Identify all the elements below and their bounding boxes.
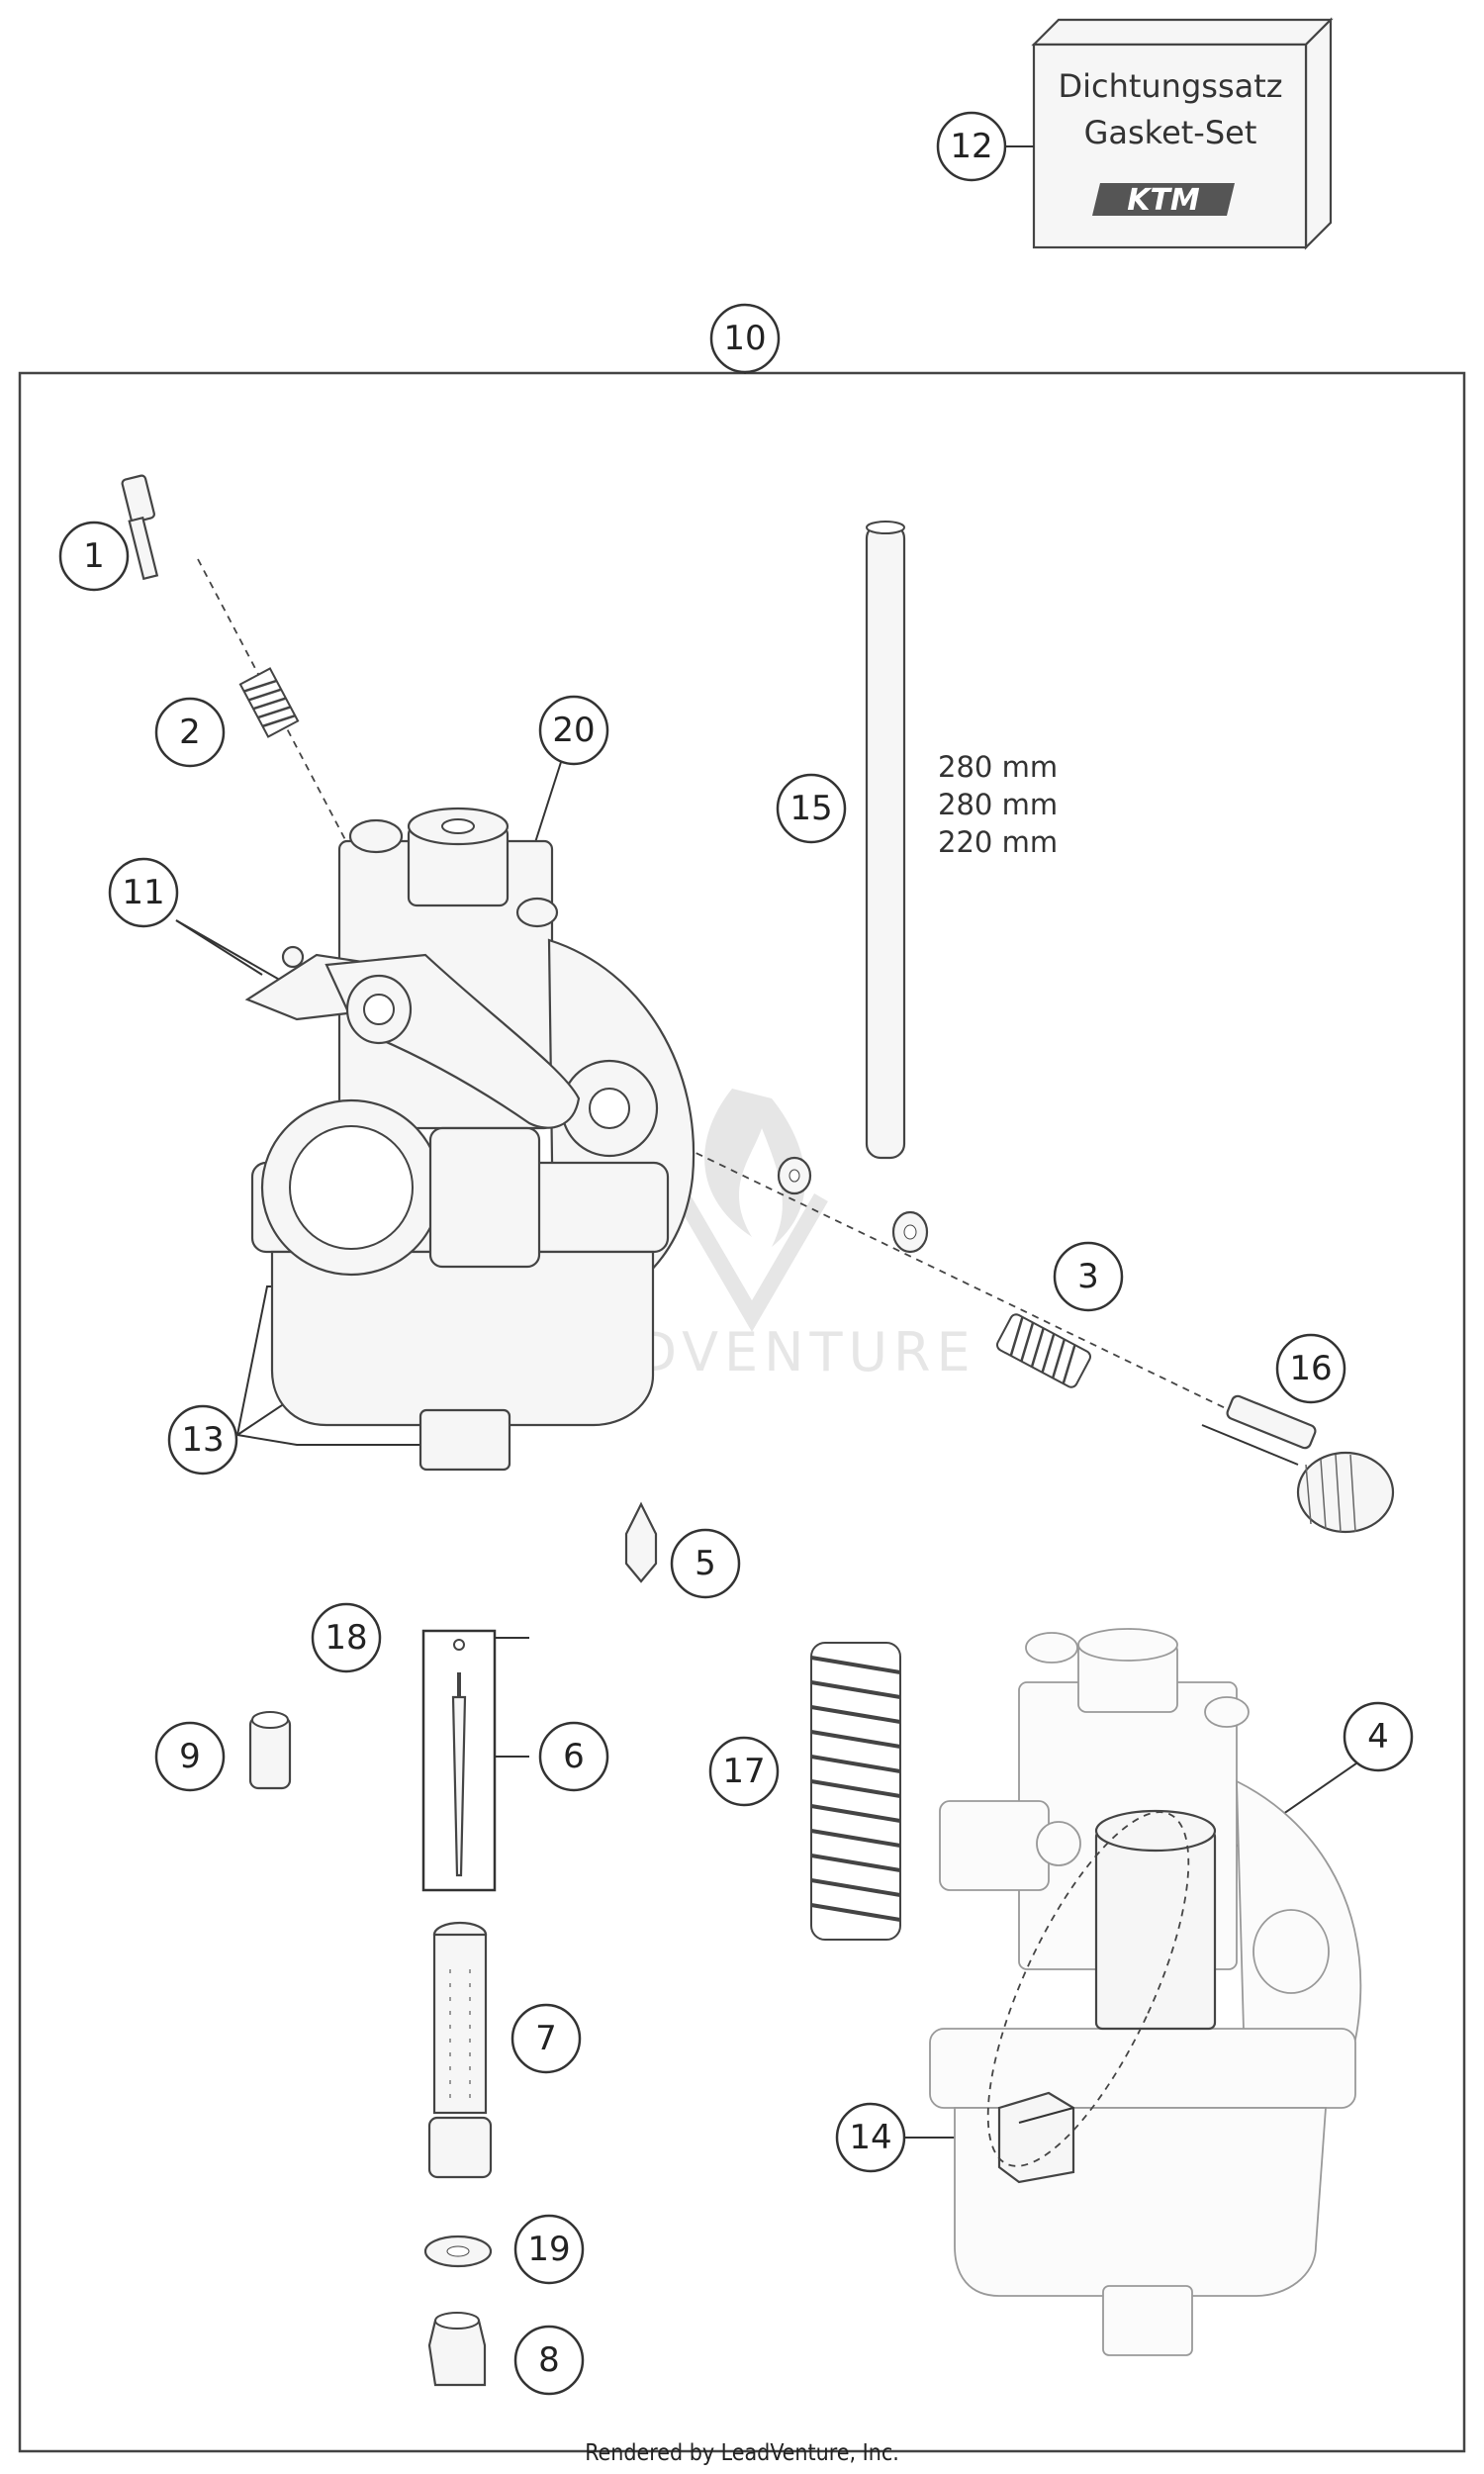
gasket-box-line2: Gasket-Set xyxy=(1084,114,1257,151)
callout-5: 5 xyxy=(670,1528,741,1599)
callout-11: 11 xyxy=(108,857,179,928)
callout-7: 7 xyxy=(510,2003,582,2074)
svg-text:20: 20 xyxy=(552,711,595,750)
float-part-14 xyxy=(997,2091,1075,2184)
washer-part-a xyxy=(777,1156,812,1195)
callout-16: 16 xyxy=(1275,1333,1346,1404)
svg-text:16: 16 xyxy=(1289,1349,1332,1388)
svg-text:KTM: KTM xyxy=(1127,183,1200,218)
adjusting-screw-part-16 xyxy=(1201,1394,1395,1534)
svg-text:3: 3 xyxy=(1077,1257,1099,1296)
svg-text:2: 2 xyxy=(179,713,201,752)
svg-text:8: 8 xyxy=(538,2340,560,2380)
svg-text:4: 4 xyxy=(1367,1717,1389,1757)
gasket-set-box: Dichtungssatz Gasket-Set KTM xyxy=(1031,17,1334,250)
hose-length-1: 280 mm xyxy=(938,750,1058,784)
callout-9: 9 xyxy=(154,1721,226,1792)
footer-credit: Rendered by LeadVenture, Inc. xyxy=(585,2440,899,2466)
callout-6: 6 xyxy=(538,1721,609,1792)
callout-3: 3 xyxy=(1053,1241,1124,1312)
idle-jet-part-9 xyxy=(248,1711,292,1790)
svg-text:5: 5 xyxy=(695,1544,716,1583)
svg-text:14: 14 xyxy=(849,2118,891,2157)
svg-text:13: 13 xyxy=(181,1420,224,1460)
needle-jet-part-7 xyxy=(427,1921,493,2179)
callout-13: 13 xyxy=(167,1404,238,1475)
svg-text:15: 15 xyxy=(789,789,832,828)
svg-text:12: 12 xyxy=(950,127,992,166)
ktm-logo: KTM xyxy=(1092,183,1235,218)
svg-text:7: 7 xyxy=(535,2019,557,2058)
callout-20: 20 xyxy=(538,695,609,766)
callout-1: 1 xyxy=(58,521,130,592)
assembly-axes xyxy=(197,558,1292,1441)
svg-text:18: 18 xyxy=(325,1618,367,1658)
svg-text:17: 17 xyxy=(722,1752,765,1791)
float-needle-part-5 xyxy=(624,1501,658,1583)
screw-part-1 xyxy=(121,474,159,581)
callout-17: 17 xyxy=(708,1736,780,1807)
svg-text:6: 6 xyxy=(563,1737,585,1776)
hose-length-2: 280 mm xyxy=(938,788,1058,821)
svg-text:1: 1 xyxy=(83,536,105,576)
callout-2: 2 xyxy=(154,697,226,768)
throttle-slide-part-4 xyxy=(1094,1809,1217,2031)
svg-text:10: 10 xyxy=(723,319,766,358)
callout-18: 18 xyxy=(311,1602,382,1673)
callout-14: 14 xyxy=(835,2102,906,2173)
callout-4: 4 xyxy=(1343,1701,1414,1772)
spring-part-2 xyxy=(238,667,300,738)
washer-part-19 xyxy=(423,2235,493,2268)
throttle-spring-part-17 xyxy=(810,1642,901,1941)
spring-part-3 xyxy=(995,1313,1092,1388)
hose-length-3: 220 mm xyxy=(938,825,1058,859)
washer-part-b xyxy=(891,1210,929,1254)
svg-text:11: 11 xyxy=(122,873,164,912)
callout-8: 8 xyxy=(513,2325,585,2396)
carburetor-body xyxy=(250,807,696,1472)
callout-10: 10 xyxy=(709,303,781,374)
callout-12: 12 xyxy=(936,111,1007,182)
svg-text:19: 19 xyxy=(527,2230,570,2269)
highlight-ellipse xyxy=(986,1811,1190,2167)
svg-text:9: 9 xyxy=(179,1737,201,1776)
callout-19: 19 xyxy=(513,2214,585,2285)
gasket-box-line1: Dichtungssatz xyxy=(1058,67,1282,105)
choke-lever-part-11 xyxy=(244,945,581,1129)
main-jet-part-8 xyxy=(427,2312,487,2387)
jet-needle-box-part-6 xyxy=(421,1629,497,1892)
callout-15: 15 xyxy=(776,773,847,844)
fuel-hose-part-15 xyxy=(865,521,906,1160)
